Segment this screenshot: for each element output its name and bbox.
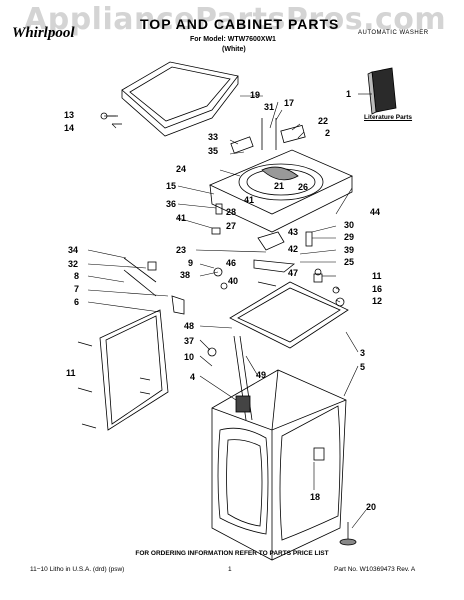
- callout-49: 49: [256, 370, 267, 380]
- callout-16: 16: [372, 284, 383, 294]
- top-cabinet-assembly: [209, 149, 353, 233]
- callout-34: 34: [68, 245, 79, 255]
- page-title: TOP AND CABINET PARTS: [140, 16, 340, 32]
- watermark: AppliancePartsPros.com: [24, 2, 447, 37]
- callout-14: 14: [64, 123, 75, 133]
- callout-40: 40: [228, 276, 239, 286]
- literature-label: Literature Parts: [364, 114, 413, 121]
- callout-8: 8: [74, 271, 80, 281]
- callout-21: 21: [274, 181, 285, 191]
- callout-17: 17: [284, 98, 295, 108]
- fasteners: [100, 112, 345, 357]
- callout-22: 22: [318, 116, 329, 126]
- callout-35: 35: [208, 146, 219, 156]
- callout-11-right: 11: [372, 271, 382, 281]
- side-panel: [99, 309, 169, 431]
- leveling-leg: [339, 522, 357, 546]
- footer-part-number: Part No. W10369473 Rev. A: [334, 566, 416, 573]
- callout-42: 42: [288, 244, 299, 254]
- callout-39: 39: [344, 245, 355, 255]
- model-line: For Model: WTW7600XW1: [190, 36, 276, 43]
- callout-18: 18: [310, 492, 321, 502]
- callout-23: 23: [176, 245, 187, 255]
- callout-15: 15: [166, 181, 177, 191]
- callout-19: 19: [250, 90, 261, 100]
- footer-page-number: 1: [228, 566, 232, 573]
- callout-43: 43: [288, 227, 299, 237]
- callout-31: 31: [264, 102, 275, 112]
- callout-3: 3: [360, 348, 366, 358]
- callout-38: 38: [180, 270, 191, 280]
- literature-booklet: [367, 67, 397, 115]
- callout-46: 46: [226, 258, 237, 268]
- callout-28: 28: [226, 207, 237, 217]
- callout-5: 5: [360, 362, 366, 372]
- cabinet: [211, 369, 347, 561]
- hinge-parts: [230, 118, 306, 154]
- callout-29: 29: [344, 232, 355, 242]
- callout-2: 2: [325, 128, 331, 138]
- callout-25: 25: [344, 257, 355, 267]
- callout-6: 6: [74, 297, 80, 307]
- callout-41-center: 41: [244, 195, 255, 205]
- callout-24: 24: [176, 164, 187, 174]
- callout-33: 33: [208, 132, 219, 142]
- callout-1: 1: [346, 89, 352, 99]
- color-line: (White): [222, 46, 246, 53]
- brand-logo: Whirlpool: [12, 25, 75, 41]
- callout-37: 37: [184, 336, 195, 346]
- callout-47: 47: [288, 268, 299, 278]
- lid: [121, 61, 239, 137]
- callout-9: 9: [188, 258, 194, 268]
- callout-41-left: 41: [176, 213, 187, 223]
- callout-36: 36: [166, 199, 177, 209]
- callout-13: 13: [64, 110, 75, 120]
- tub-ring: [229, 281, 349, 349]
- callout-32: 32: [68, 259, 79, 269]
- callout-10: 10: [184, 352, 195, 362]
- side-screws: [77, 341, 97, 429]
- leader-lines: [87, 93, 372, 529]
- callout-7: 7: [74, 284, 80, 294]
- appliance-type: AUTOMATIC WASHER: [358, 30, 429, 36]
- ordering-note: FOR ORDERING INFORMATION REFER TO PARTS …: [135, 550, 329, 557]
- callout-27: 27: [226, 221, 237, 231]
- callout-30: 30: [344, 220, 355, 230]
- callout-12: 12: [372, 296, 383, 306]
- callout-11-left: 11: [66, 368, 76, 378]
- suspension-rod: [233, 335, 253, 421]
- footer-litho: 11−10 Litho in U.S.A. (drd) (psw): [30, 566, 125, 573]
- callout-26: 26: [298, 182, 309, 192]
- callout-4: 4: [190, 372, 196, 382]
- callout-20: 20: [366, 502, 377, 512]
- callout-48: 48: [184, 321, 195, 331]
- callout-44: 44: [370, 207, 381, 217]
